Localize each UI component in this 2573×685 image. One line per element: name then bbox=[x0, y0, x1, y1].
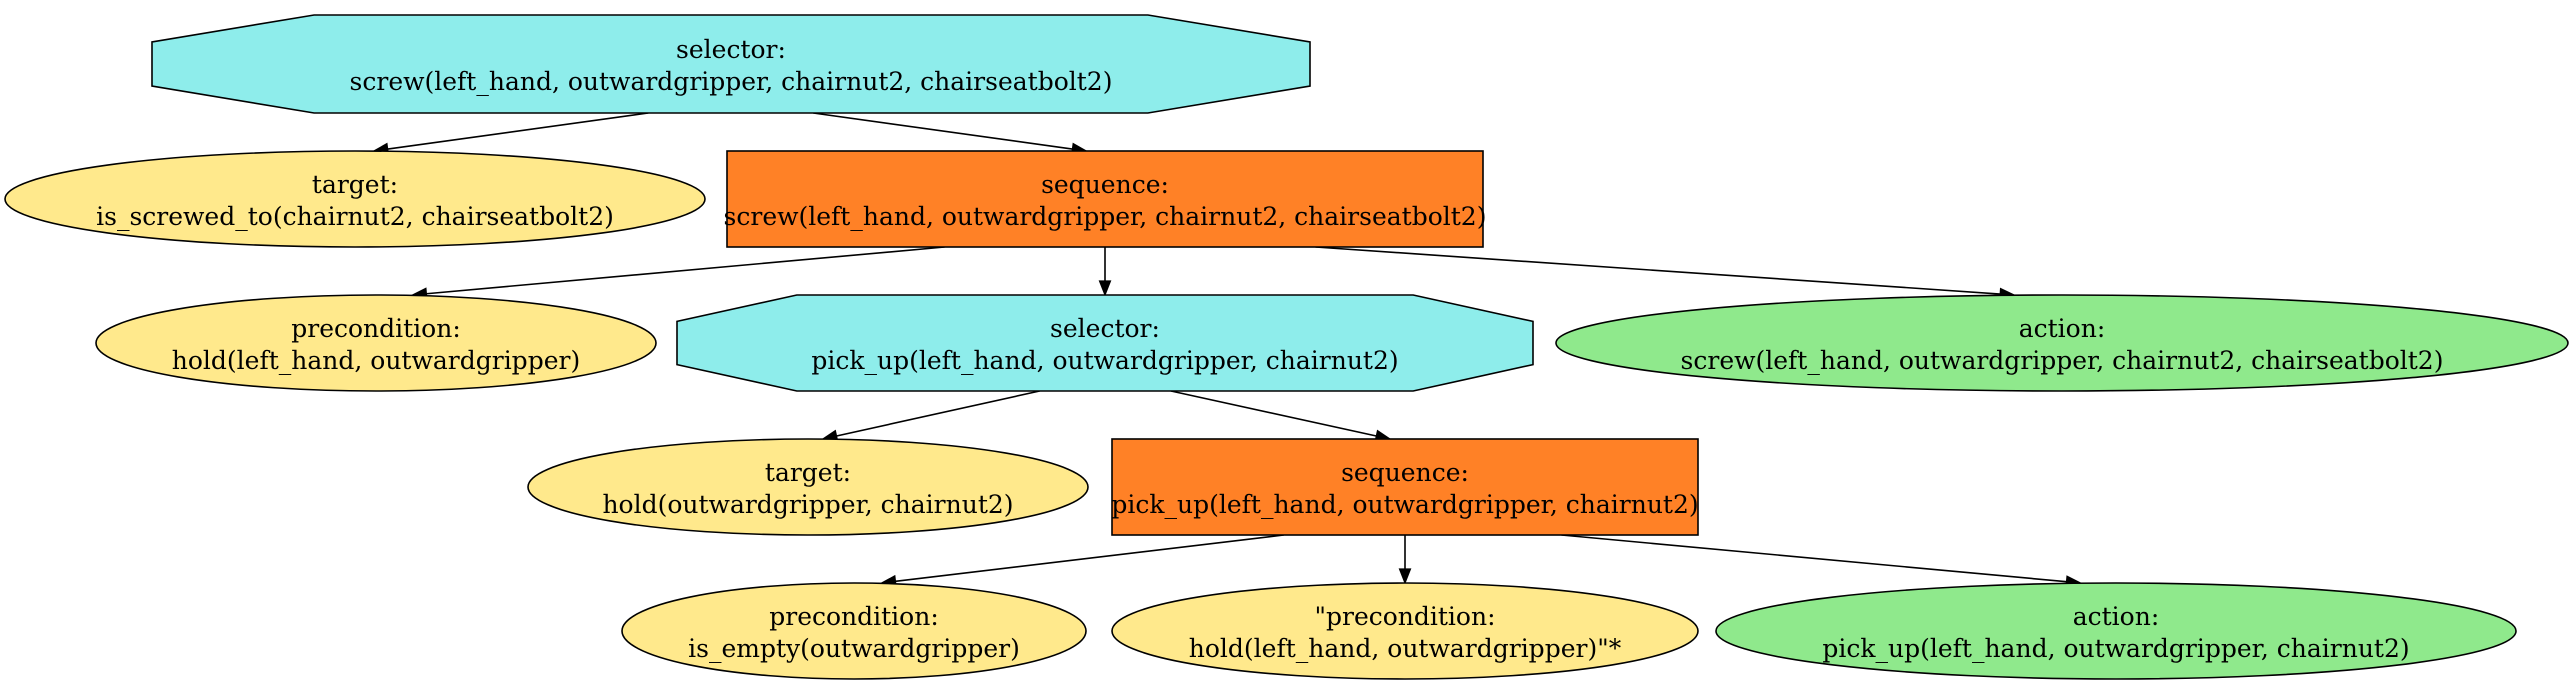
condition-node: target: is_screwed_to(chairnut2, chairsea… bbox=[4, 150, 706, 248]
node-label-kind: target: bbox=[312, 170, 398, 199]
condition-node: precondition: is_empty(outwardgripper) bbox=[621, 582, 1087, 680]
node-label-expression: screw(left_hand, outwardgripper, chairnu… bbox=[350, 67, 1113, 96]
node-label-expression: hold(left_hand, outwardgripper) bbox=[172, 346, 580, 375]
ellipse-shape bbox=[95, 294, 657, 392]
node-label-kind: selector: bbox=[676, 35, 786, 64]
action-node: action: screw(left_hand, outwardgripper, … bbox=[1555, 294, 2569, 392]
edge-line bbox=[1315, 246, 2001, 295]
node-label-kind: action: bbox=[2073, 602, 2160, 631]
node-label-expression: hold(outwardgripper, chairnut2) bbox=[602, 490, 1013, 519]
edge-line bbox=[387, 112, 649, 150]
node-label-expression: is_empty(outwardgripper) bbox=[688, 634, 1020, 663]
edge-line bbox=[836, 390, 1040, 437]
ellipse-shape bbox=[1111, 582, 1699, 680]
node-label-kind: "precondition: bbox=[1314, 602, 1495, 631]
arrowhead-icon bbox=[1398, 568, 1412, 585]
octagon-shape bbox=[151, 14, 1311, 114]
box-shape bbox=[1111, 438, 1699, 536]
node-label-expression: screw(left_hand, outwardgripper, chairnu… bbox=[724, 202, 1487, 231]
ellipse-shape bbox=[1555, 294, 2569, 392]
edge-line bbox=[813, 112, 1073, 150]
node-label-expression: pick_up(left_hand, outwardgripper, chair… bbox=[1111, 490, 1698, 519]
condition-node: precondition: hold(left_hand, outwardgrip… bbox=[95, 294, 657, 392]
node-label-kind: sequence: bbox=[1341, 458, 1469, 487]
condition-node: "precondition: hold(left_hand, outwardgri… bbox=[1111, 582, 1699, 680]
edge-n8-n10 bbox=[1398, 535, 1412, 585]
octagon-shape bbox=[676, 294, 1534, 392]
nodes-layer: selector: screw(left_hand, outwardgripper… bbox=[4, 14, 2569, 680]
node-label-expression: screw(left_hand, outwardgripper, chairnu… bbox=[1681, 346, 2444, 375]
edge-line bbox=[426, 246, 945, 295]
ellipse-shape bbox=[527, 438, 1089, 536]
action-node: action: pick_up(left_hand, outwardgripper… bbox=[1715, 582, 2517, 680]
node-label-kind: precondition: bbox=[769, 602, 939, 631]
edge-line bbox=[895, 534, 1284, 583]
selector-node: selector: pick_up(left_hand, outwardgripp… bbox=[676, 294, 1534, 392]
node-label-kind: precondition: bbox=[291, 314, 461, 343]
node-label-expression: pick_up(left_hand, outwardgripper, chair… bbox=[811, 346, 1398, 375]
sequence-node: sequence: screw(left_hand, outwardgripper… bbox=[724, 150, 1487, 248]
condition-node: target: hold(outwardgripper, chairnut2) bbox=[527, 438, 1089, 536]
sequence-node: sequence: pick_up(left_hand, outwardgripp… bbox=[1111, 438, 1699, 536]
node-label-expression: is_screwed_to(chairnut2, chairseatbolt2) bbox=[96, 202, 614, 231]
arrowhead-icon bbox=[1098, 280, 1112, 297]
edge-line bbox=[1170, 390, 1377, 437]
selector-node: selector: screw(left_hand, outwardgripper… bbox=[151, 14, 1311, 114]
edge-line bbox=[1561, 534, 2067, 583]
ellipse-shape bbox=[1715, 582, 2517, 680]
node-label-kind: selector: bbox=[1050, 314, 1160, 343]
node-label-kind: target: bbox=[765, 458, 851, 487]
ellipse-shape bbox=[4, 150, 706, 248]
ellipse-shape bbox=[621, 582, 1087, 680]
edge-n3-n5 bbox=[1098, 247, 1112, 297]
node-label-expression: pick_up(left_hand, outwardgripper, chair… bbox=[1822, 634, 2409, 663]
node-label-expression: hold(left_hand, outwardgripper)"* bbox=[1189, 634, 1622, 663]
box-shape bbox=[726, 150, 1484, 248]
node-label-kind: sequence: bbox=[1041, 170, 1169, 199]
node-label-kind: action: bbox=[2019, 314, 2106, 343]
